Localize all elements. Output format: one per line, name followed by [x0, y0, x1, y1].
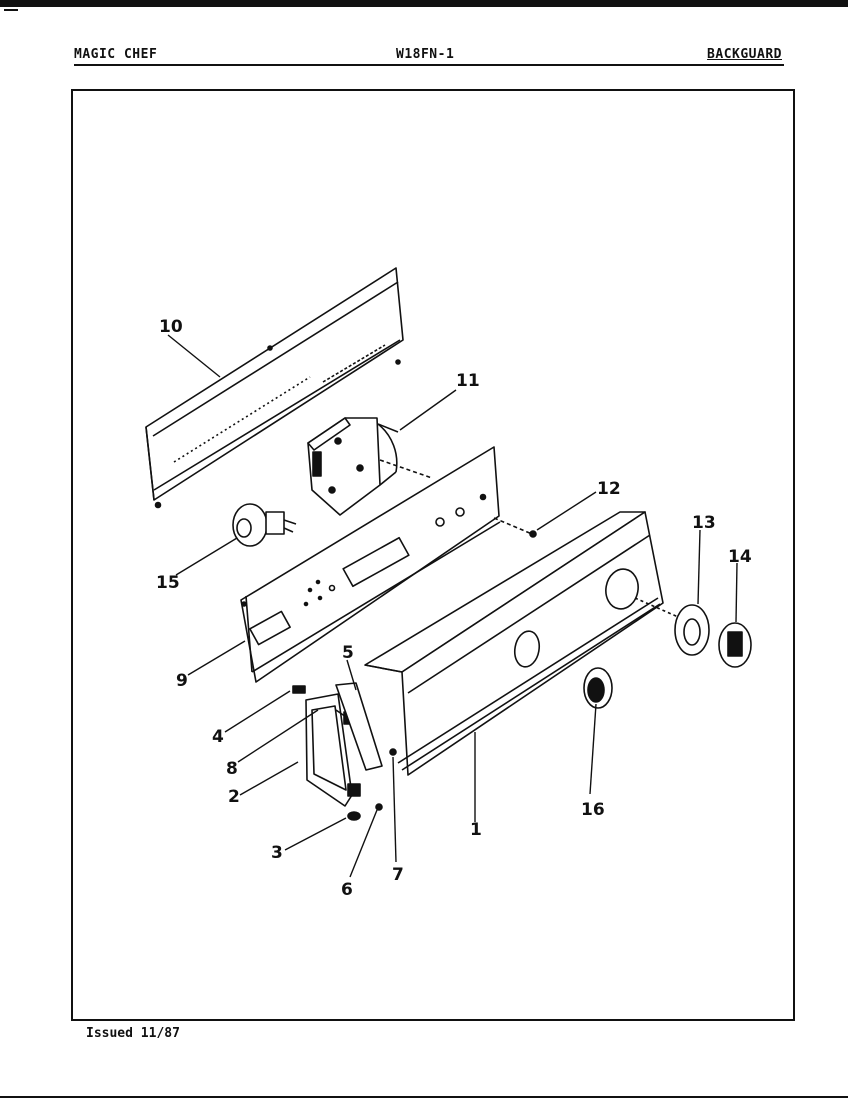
callout-3: 3 — [271, 843, 283, 863]
callout-6: 6 — [341, 880, 353, 900]
callout-11: 11 — [456, 371, 480, 391]
top-border-bar — [0, 0, 848, 7]
bottom-rule — [0, 1096, 848, 1098]
part-16-knob — [583, 667, 613, 709]
part-15-switch — [232, 503, 297, 547]
part-4-clip — [292, 685, 306, 694]
header-rule — [74, 64, 784, 66]
part-7-screw — [389, 748, 397, 756]
callout-12: 12 — [597, 479, 621, 499]
callout-16: 16 — [581, 800, 605, 820]
corner-mark — [4, 9, 18, 11]
callout-9: 9 — [176, 671, 188, 691]
part-2-end-cap — [305, 693, 363, 807]
part-11-timer — [307, 417, 433, 516]
part-1-console — [364, 511, 686, 776]
model-number: W18FN-1 — [396, 47, 455, 62]
leader-lines — [167, 334, 738, 878]
part-14-knob — [718, 622, 752, 668]
callout-5: 5 — [342, 643, 354, 663]
issued-date: Issued 11/87 — [86, 1026, 180, 1041]
callout-14: 14 — [728, 547, 752, 567]
callout-8: 8 — [226, 759, 238, 779]
part-3-screw — [347, 811, 361, 821]
brand-name: MAGIC CHEF — [74, 47, 158, 62]
callout-2: 2 — [228, 787, 240, 807]
page-header: MAGIC CHEF W18FN-1 BACKGUARD — [74, 47, 784, 65]
callout-10: 10 — [159, 317, 183, 337]
diagram-frame — [71, 89, 795, 1021]
callout-7: 7 — [392, 865, 404, 885]
callout-15: 15 — [156, 573, 180, 593]
part-9-control-panel — [240, 446, 533, 683]
callout-4: 4 — [212, 727, 224, 747]
part-10-rear-panel — [145, 267, 404, 509]
part-12-screw — [529, 530, 537, 538]
callout-1: 1 — [470, 820, 482, 840]
callout-13: 13 — [692, 513, 716, 533]
part-6-screw — [375, 803, 383, 811]
part-5-bracket — [335, 682, 383, 771]
section-title: BACKGUARD — [707, 47, 782, 62]
part-13-knob-skirt — [674, 604, 710, 656]
